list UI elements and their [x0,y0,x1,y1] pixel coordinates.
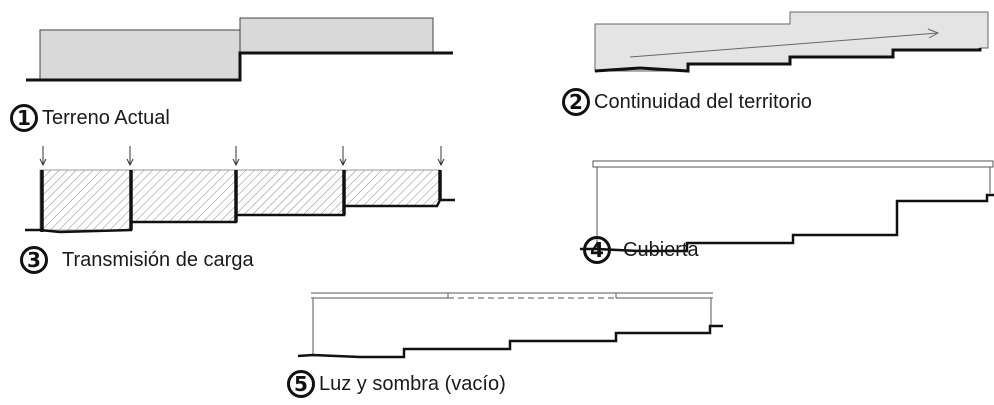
number-5-badge: 5 [287,370,315,398]
panel-1-label: Terreno Actual [42,106,170,129]
number-1-badge: 1 [10,104,38,132]
panel-5-caption: 5 Luz y sombra (vacío) [287,370,506,398]
panel-4-label: Cubierta [623,238,699,261]
number-2-badge: 2 [562,88,590,116]
panel-3-label: Transmisión de carga [62,248,254,271]
number-3-badge: 3 [20,246,48,274]
panel-5-label: Luz y sombra (vacío) [319,372,506,395]
number-4-badge: 4 [583,236,611,264]
panel-3-load-transmission-drawing [25,146,455,234]
panel-2-label: Continuidad del territorio [594,90,812,113]
panel-2-caption: 2 Continuidad del territorio [562,88,812,116]
panel-2-continuity-drawing [594,11,989,73]
panel-3-caption: 3 Transmisión de carga [20,246,254,274]
panel-5-light-shadow-drawing [297,292,723,359]
panel-1-caption: 1 Terreno Actual [10,104,170,132]
panel-1-terrain-drawing [26,17,453,82]
panel-4-roof-drawing [580,160,994,253]
panel-4-caption: 4 Cubierta [583,236,699,264]
